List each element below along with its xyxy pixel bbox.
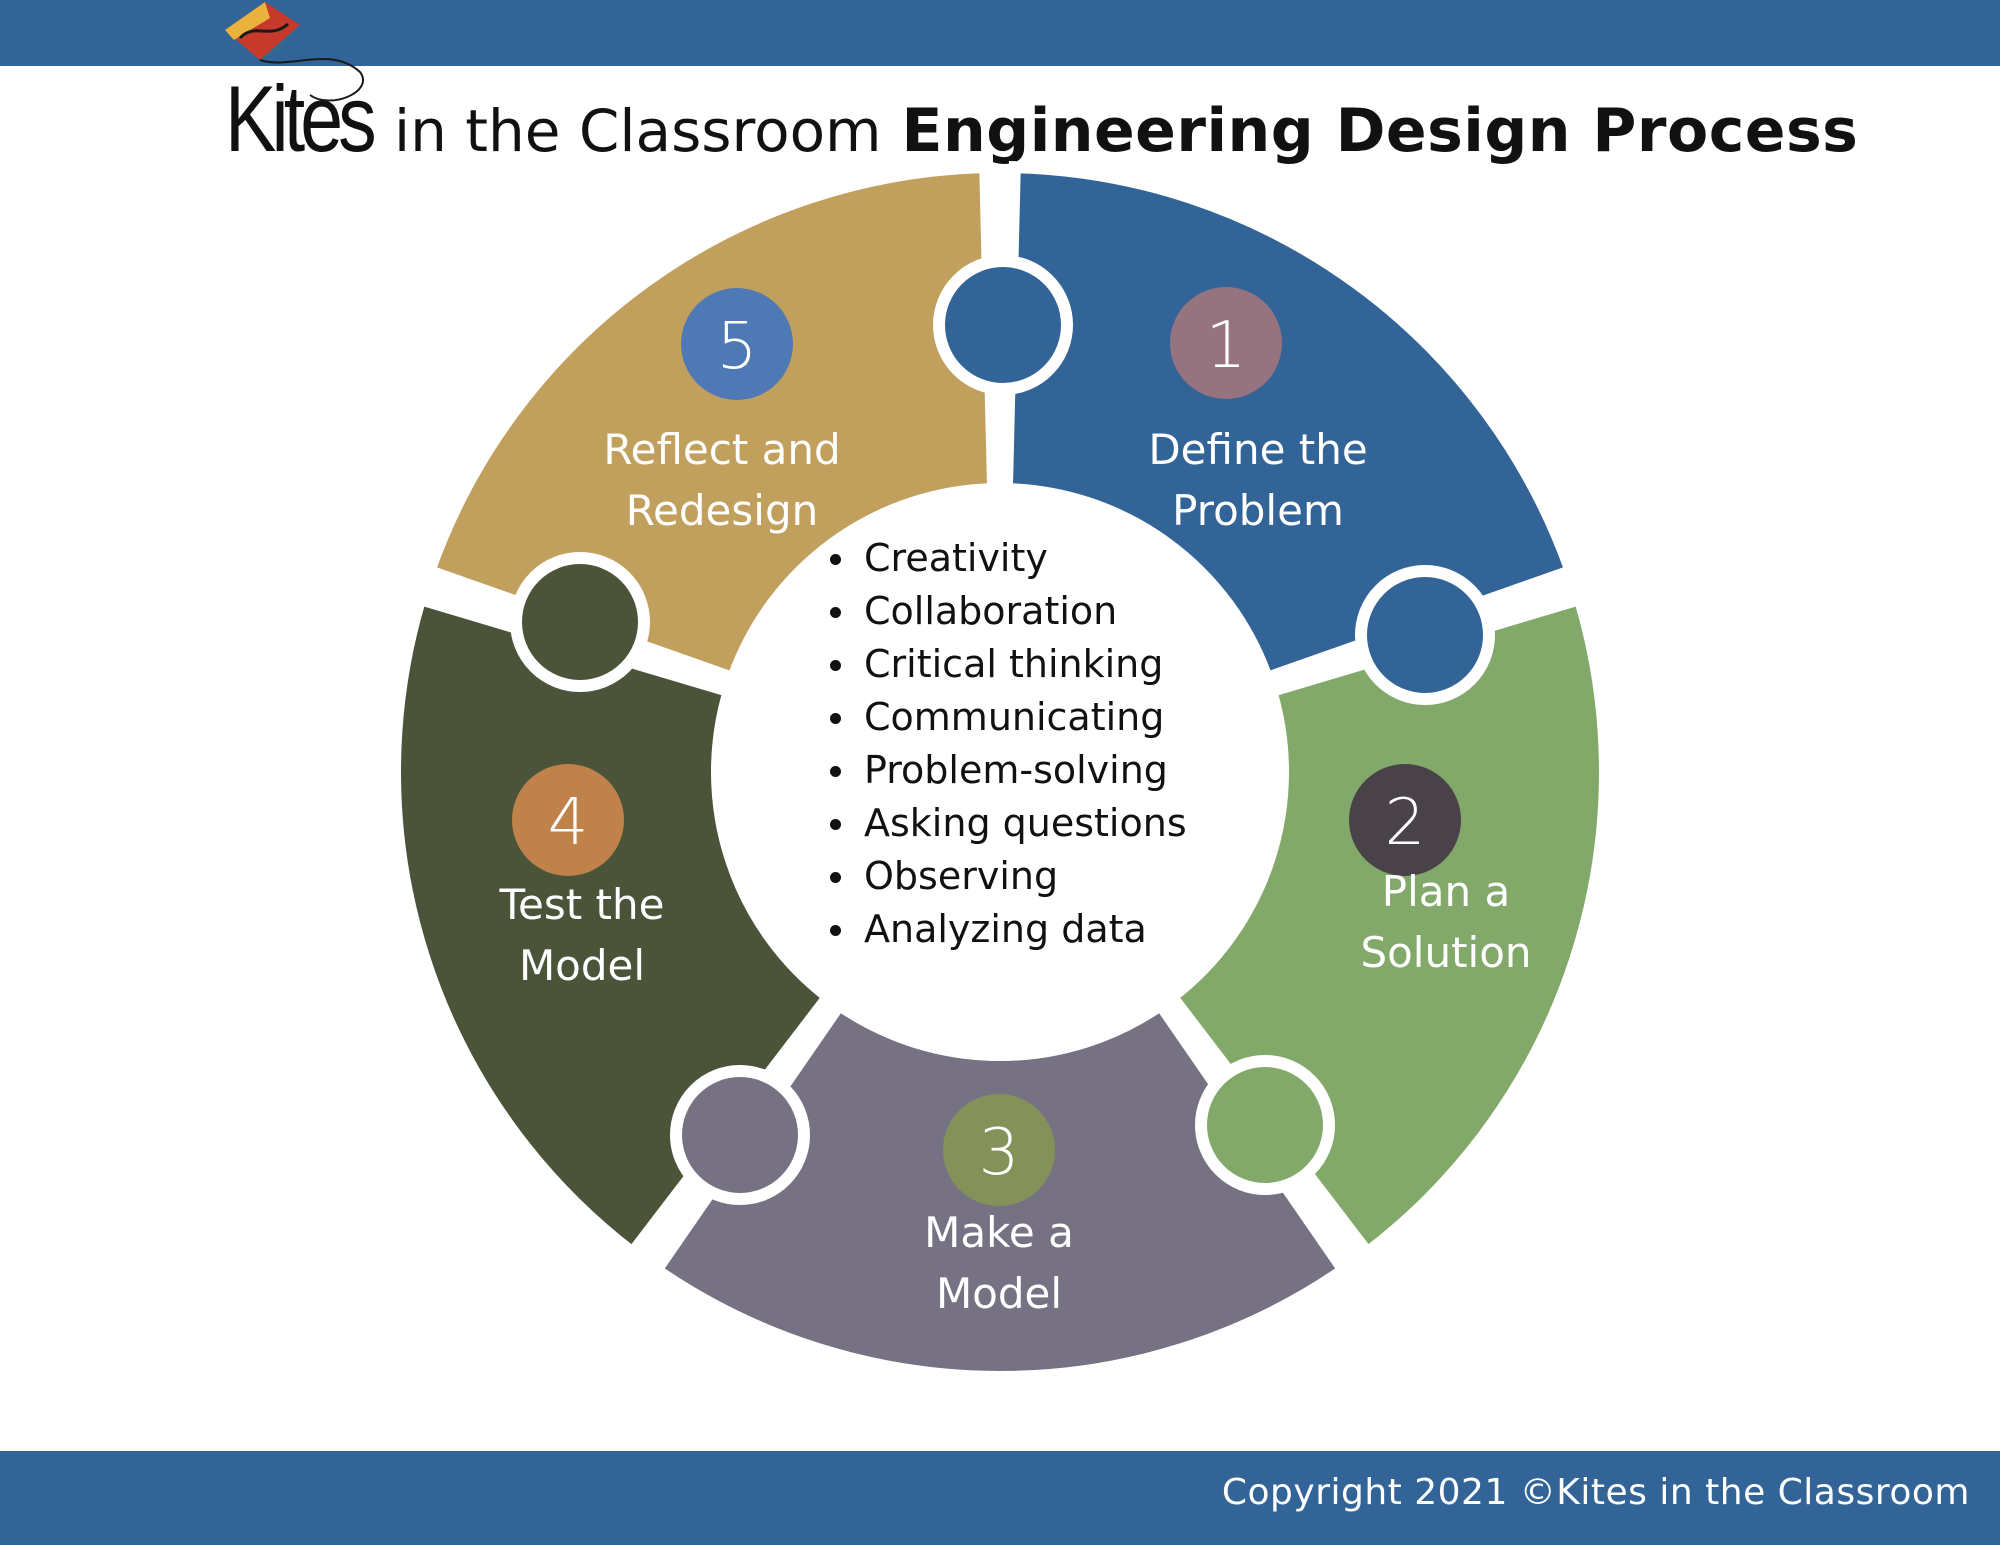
step-badge-5 [681,288,793,400]
step-label-1-line1: Define the [1148,425,1367,474]
step-label-4-line2: Model [519,941,645,990]
step-number-4: 4 [548,786,589,860]
step-label-2-line1: Plan a [1382,867,1510,916]
step-label-5-line1: Reflect and [603,425,840,474]
top-banner [0,0,2000,66]
skill-item: Problem-solving [830,744,1187,797]
skill-item: Collaboration [830,585,1187,638]
skill-item: Observing [830,850,1187,903]
brand-suffix: in the Classroom [393,97,882,165]
skill-item: Analyzing data [830,903,1187,956]
footer-copyright: Copyright 2021 ©Kites in the Classroom [1221,1472,1970,1513]
page-title: Kites in the Classroom Engineering Desig… [225,72,1858,167]
puzzle-knob [510,552,650,692]
puzzle-knob [670,1065,810,1205]
puzzle-knob [1195,1055,1335,1195]
skill-item: Creativity [830,532,1187,585]
step-badge-3 [943,1094,1055,1206]
step-label-3-line2: Model [936,1269,1062,1318]
step-label-3-line1: Make a [924,1208,1074,1257]
step-label-2-line2: Solution [1360,928,1531,977]
process-title: Engineering Design Process [901,96,1859,166]
skill-item: Critical thinking [830,638,1187,691]
kite-icon [225,2,364,102]
step-number-1: 1 [1206,309,1247,383]
step-number-2: 2 [1385,786,1426,860]
skill-item: Communicating [830,691,1187,744]
step-badge-2 [1349,764,1461,876]
step-number-5: 5 [717,310,758,384]
step-badge-4 [512,764,624,876]
puzzle-knob [1355,565,1495,705]
step-badge-1 [1170,287,1282,399]
step-label-1-line2: Problem [1172,486,1344,535]
step-number-3: 3 [979,1116,1020,1190]
center-circle [717,489,1283,1055]
brand-word: Kites [225,66,377,171]
puzzle-knob [933,255,1073,395]
step-label-4-line1: Test the [499,880,665,929]
skill-item: Asking questions [830,797,1187,850]
bottom-banner [0,1451,2000,1545]
step-label-5-line2: Redesign [626,486,818,535]
